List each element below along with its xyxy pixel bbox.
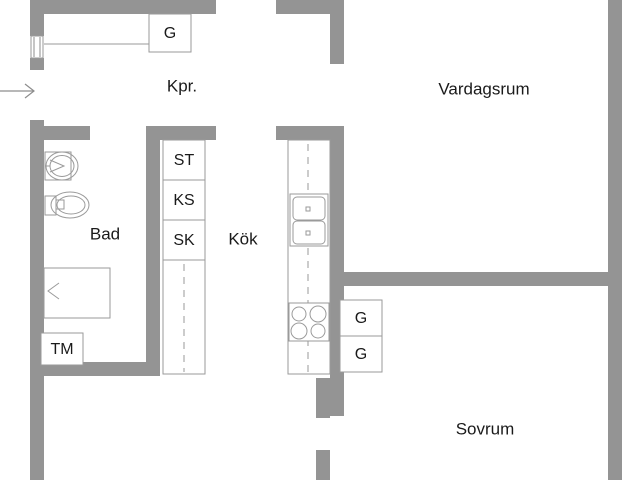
washing-machine-icon: TM: [40, 332, 84, 366]
stove-four-burner-icon: [288, 302, 330, 342]
wall-vardagsrum-sovrum: [330, 272, 608, 286]
room-label-vardagsrum: Vardagsrum: [438, 79, 529, 98]
wall-right-outer: [608, 0, 622, 480]
stove-burner-bl: [290, 322, 308, 340]
wall-left-lower: [30, 120, 44, 480]
closet-st-label: ST: [174, 152, 195, 169]
double-sink-drain-bottom: [305, 230, 311, 236]
wall-vardagsrum-left: [330, 0, 344, 64]
wall-bottom-center-upper: [316, 378, 330, 418]
closet-sk-box: [162, 219, 206, 261]
stove-burner-tl: [291, 306, 307, 322]
bathtub-icon: [43, 267, 111, 319]
closet-g-hall-box: [148, 13, 192, 53]
wall-closet-left: [146, 126, 160, 374]
washing-machine-box: [40, 332, 84, 366]
washing-machine-label: TM: [50, 341, 73, 358]
kitchen-counter-right: [287, 139, 331, 375]
closet-g-bed-2-box: [339, 335, 383, 373]
toilet-icon-bowl-inner: [56, 195, 86, 215]
closet-ks-label: KS: [173, 192, 194, 209]
closet-st-box: [162, 139, 206, 181]
closet-g-bedroom-group: G G: [339, 299, 383, 373]
wall-bottom-center-lower: [316, 450, 330, 480]
room-label-sovrum: Sovrum: [456, 419, 515, 438]
stove-burner-tr: [309, 305, 327, 323]
wall-kok-top-left: [146, 126, 216, 140]
closet-g-hall-label: G: [164, 25, 176, 42]
sink-icon-faucet: [49, 159, 66, 173]
stove-burner-br: [310, 323, 326, 339]
wall-kok-top-right: [276, 126, 344, 140]
room-labels: Kpr. Vardagsrum Bad Kök Sovrum: [90, 76, 530, 438]
closet-g-bed-2-label: G: [355, 346, 367, 363]
entrance-arrow-icon: [0, 83, 35, 99]
stove-body: [288, 302, 330, 342]
double-sink-basin-top: [292, 196, 326, 221]
sink-icon-basin-inner: [49, 155, 75, 177]
toilet-icon: [44, 191, 90, 219]
wall-bad-top: [44, 126, 90, 140]
toilet-icon-bowl: [50, 191, 90, 219]
closet-g-hall: G: [44, 13, 192, 53]
entrance-arrow-head: [24, 83, 35, 99]
double-sink-basin-bottom: [292, 220, 326, 245]
closet-column: ST KS SK: [162, 139, 206, 375]
double-sink-drain-top: [305, 206, 311, 212]
walls: [30, 0, 622, 480]
toilet-icon-seat-detail: [55, 199, 65, 210]
wall-left-upper: [30, 0, 44, 36]
sink-icon: [44, 151, 79, 181]
window-icon-frame: [30, 35, 44, 59]
room-label-bad: Bad: [90, 224, 120, 243]
closet-sk-label: SK: [173, 232, 195, 249]
wall-left-window-bottom: [30, 58, 44, 70]
double-sink-icon: [289, 193, 329, 247]
wall-top-vardagsrum: [276, 0, 344, 14]
room-label-kpr: Kpr.: [167, 76, 197, 95]
bathtub-icon-body: [43, 267, 111, 319]
bathtub-icon-drain: [47, 282, 60, 300]
wall-top-kpr: [44, 0, 216, 14]
bathroom-fixtures: TM: [40, 151, 111, 366]
closet-g-bed-1-label: G: [355, 310, 367, 327]
room-label-kok: Kök: [228, 229, 258, 248]
window-left: [30, 35, 44, 59]
sink-icon-basin: [45, 151, 79, 181]
